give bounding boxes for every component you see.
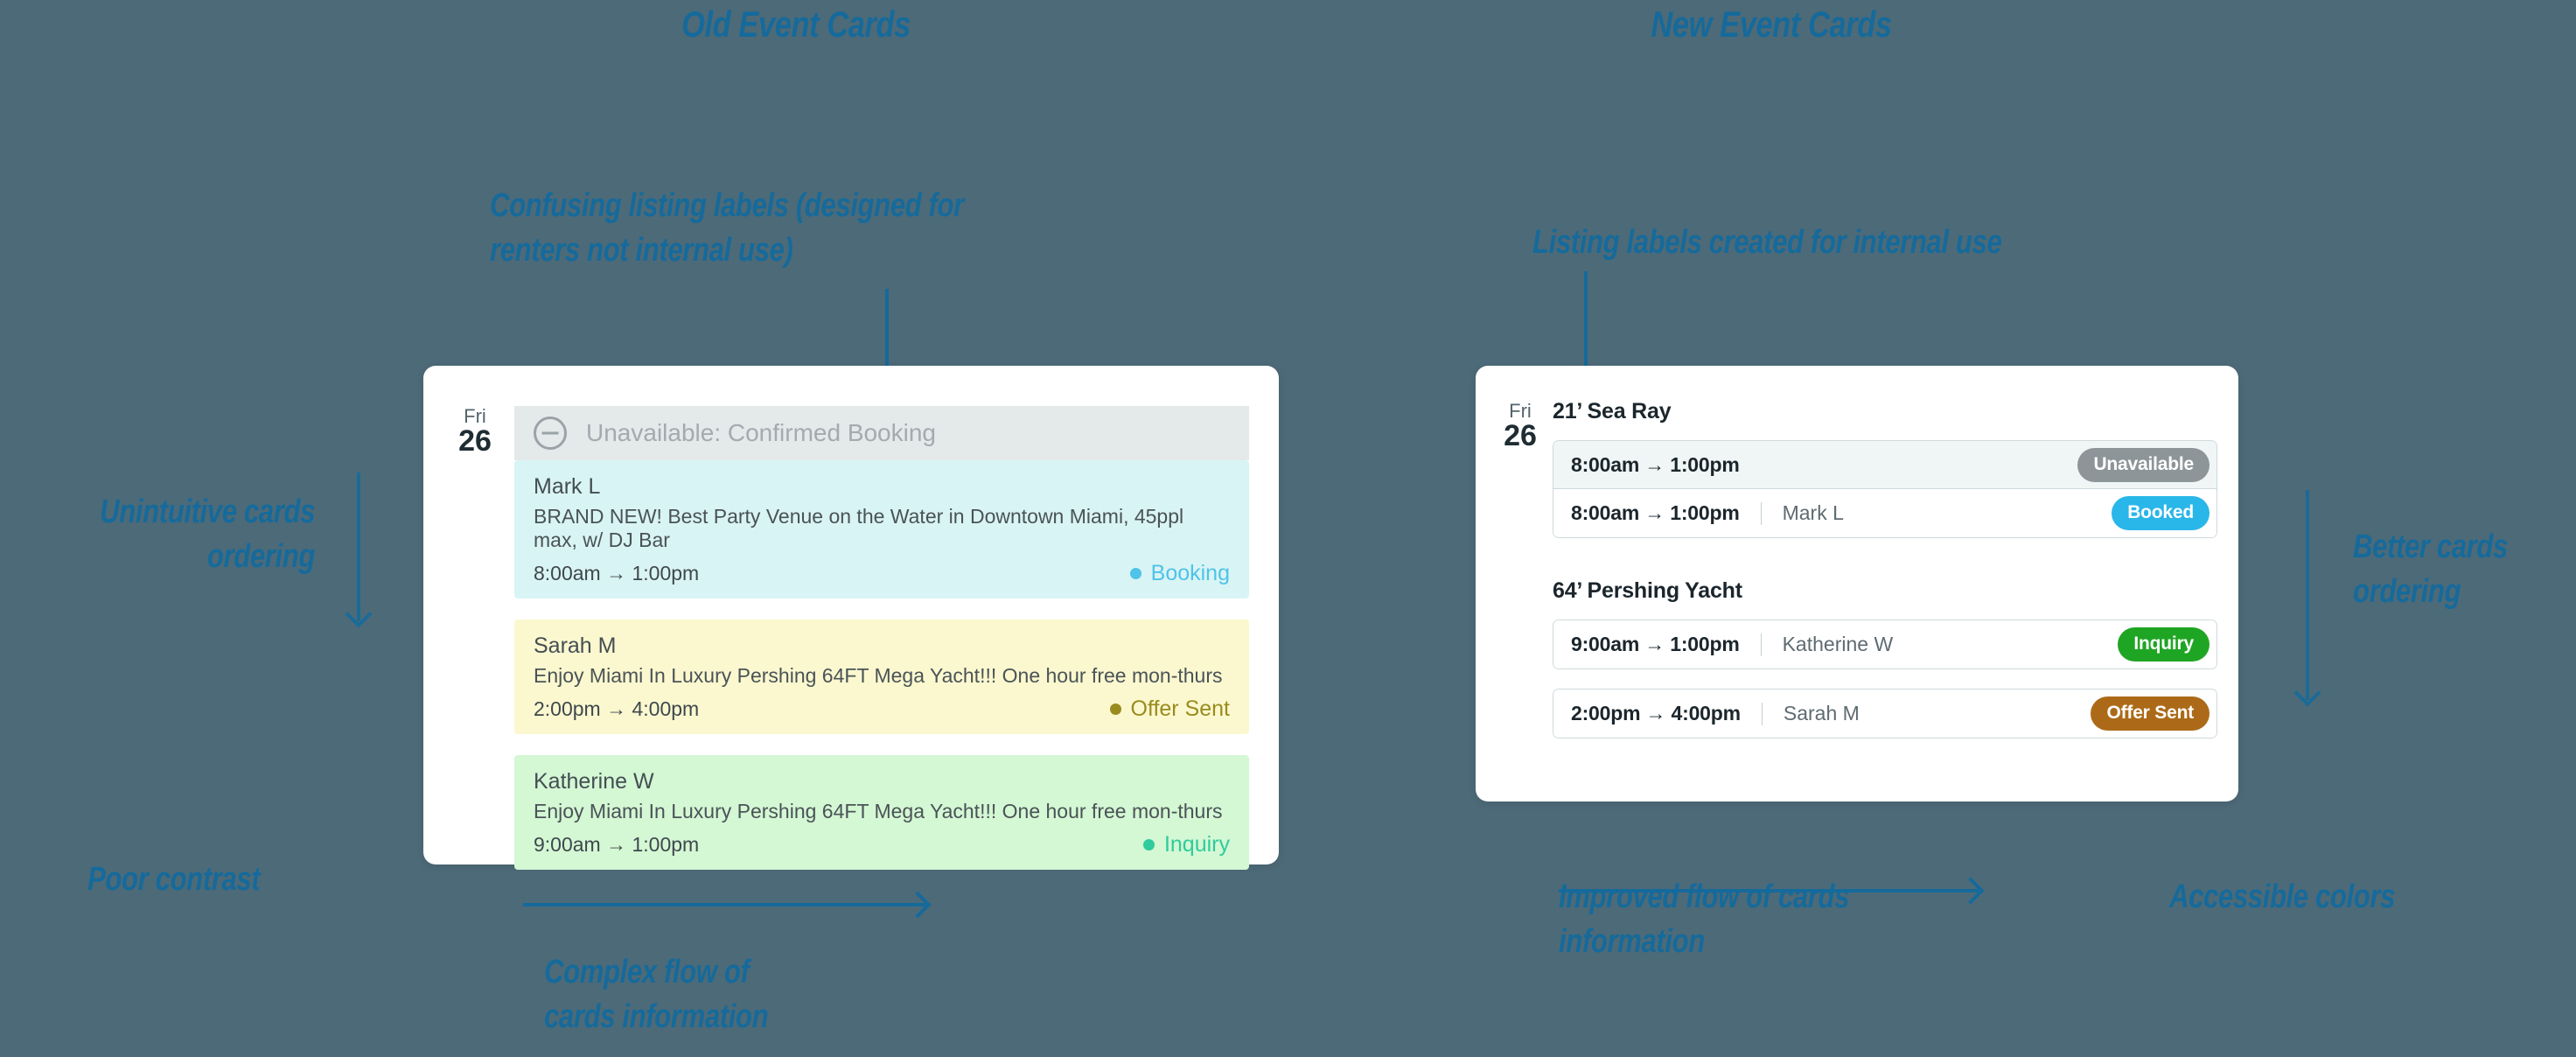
- arrow-old-ordering: [357, 472, 360, 621]
- row-divider: [1760, 633, 1762, 656]
- arrow-new-flow: [1559, 889, 1979, 892]
- status-dot-icon: [1142, 839, 1155, 850]
- old-event-guest: Sarah M: [534, 634, 617, 658]
- new-card-day: 26: [1504, 419, 1537, 453]
- annotation-accessible-colors: Accessible colors: [2169, 878, 2396, 915]
- status-badge: Offer Sent: [2091, 696, 2209, 731]
- new-card-date: Fri 26: [1495, 401, 1546, 452]
- annotation-poor-contrast: Poor contrast: [87, 861, 261, 898]
- old-event-row[interactable]: Sarah M Enjoy Miami In Luxury Pershing 6…: [514, 620, 1249, 734]
- old-event-card: Fri 26 Unavailable: Confirmed Booking Ma…: [423, 366, 1279, 870]
- new-event-card: Fri 26 21’ Sea Ray 8:00am → 1:00pm Unava…: [1476, 366, 2238, 802]
- new-event-time: 8:00am → 1:00pm: [1571, 501, 1740, 524]
- old-card-date: Fri 26: [450, 406, 500, 458]
- new-section-header: New Event Cards: [1651, 4, 1892, 45]
- old-card-weekday: Fri: [464, 405, 486, 427]
- status-badge: Inquiry: [2118, 627, 2209, 662]
- old-event-status: Booking: [1129, 561, 1230, 586]
- listing-title: 21’ Sea Ray: [1553, 399, 1672, 424]
- new-event-time: 2:00pm → 4:00pm: [1571, 702, 1741, 724]
- annotation-new-ordering: Better cards ordering: [2353, 528, 2508, 610]
- arrow-new-ordering: [2306, 490, 2309, 700]
- old-event-time: 8:00am → 1:00pm: [534, 562, 700, 584]
- old-event-listing: Enjoy Miami In Luxury Pershing 64FT Mega…: [534, 664, 1223, 687]
- old-event-status-label: Inquiry: [1163, 832, 1230, 857]
- arrow-old-flow: [523, 903, 925, 906]
- old-event-row[interactable]: Katherine W Enjoy Miami In Luxury Pershi…: [514, 755, 1249, 870]
- status-badge: Booked: [2112, 496, 2209, 530]
- listing-row-group: 2:00pm → 4:00pm Sarah M Offer Sent: [1553, 689, 2217, 738]
- old-event-listing: Enjoy Miami In Luxury Pershing 64FT Mega…: [534, 800, 1223, 822]
- listing-row-group: 9:00am → 1:00pm Katherine W Inquiry: [1553, 620, 2217, 669]
- old-event-footer: 2:00pm → 4:00pm Offer Sent: [534, 696, 1230, 722]
- new-card-weekday: Fri: [1509, 400, 1532, 422]
- new-event-time: 8:00am → 1:00pm: [1571, 452, 1740, 476]
- old-event-guest: Katherine W: [534, 769, 654, 794]
- old-event-listing: BRAND NEW! Best Party Venue on the Water…: [534, 505, 1184, 551]
- minus-circle-icon: [534, 416, 567, 450]
- old-event-status-label: Offer Sent: [1130, 696, 1231, 721]
- old-event-footer: 8:00am → 1:00pm Booking: [534, 561, 1230, 586]
- old-event-status-label: Booking: [1150, 561, 1230, 585]
- status-badge: Unavailable: [2077, 447, 2209, 482]
- old-event-time: 9:00am → 1:00pm: [534, 833, 700, 856]
- old-event-status: Inquiry: [1142, 832, 1230, 858]
- old-event-footer: 9:00am → 1:00pm Inquiry: [534, 832, 1230, 858]
- annotation-old-flow: Complex flow of cards information: [544, 954, 769, 1035]
- status-dot-icon: [1129, 568, 1141, 579]
- old-unavailable-banner[interactable]: Unavailable: Confirmed Booking: [514, 406, 1249, 460]
- new-event-guest: Mark L: [1782, 501, 1844, 524]
- connector-line-new-listing: [1584, 271, 1588, 402]
- status-dot-icon: [1109, 704, 1121, 715]
- old-section-header: Old Event Cards: [681, 4, 911, 45]
- new-card-body: 21’ Sea Ray 8:00am → 1:00pm Unavailable …: [1553, 399, 2217, 738]
- new-event-time: 9:00am → 1:00pm: [1571, 633, 1740, 655]
- old-event-status: Offer Sent: [1109, 696, 1231, 722]
- annotation-old-listing-labels: Confusing listing labels (designed for r…: [490, 187, 964, 269]
- old-card-day: 26: [458, 424, 492, 458]
- old-unavailable-label: Unavailable: Confirmed Booking: [586, 419, 936, 446]
- annotation-new-flow: Improved flow of cards information: [1559, 878, 1850, 960]
- old-card-body: Unavailable: Confirmed Booking Mark L BR…: [514, 406, 1249, 870]
- new-event-guest: Katherine W: [1782, 633, 1894, 655]
- annotation-new-listing-labels: Listing labels created for internal use: [1532, 224, 2002, 261]
- new-event-guest: Sarah M: [1783, 702, 1860, 724]
- new-event-row[interactable]: 8:00am → 1:00pm Unavailable: [1553, 441, 2216, 489]
- new-event-row[interactable]: 9:00am → 1:00pm Katherine W Inquiry: [1553, 620, 2216, 668]
- new-event-row[interactable]: 8:00am → 1:00pm Mark L Booked: [1553, 489, 2216, 537]
- annotation-old-ordering: Unintuitive cards ordering: [100, 494, 315, 575]
- listing-row-group: 8:00am → 1:00pm Unavailable 8:00am → 1:0…: [1553, 440, 2217, 538]
- row-divider: [1760, 501, 1762, 525]
- new-event-row[interactable]: 2:00pm → 4:00pm Sarah M Offer Sent: [1553, 690, 2216, 738]
- old-event-row[interactable]: Mark L BRAND NEW! Best Party Venue on th…: [514, 460, 1249, 598]
- listing-title: 64’ Pershing Yacht: [1553, 578, 1742, 603]
- row-divider: [1761, 702, 1763, 725]
- old-event-guest: Mark L: [534, 474, 601, 499]
- old-event-time: 2:00pm → 4:00pm: [534, 697, 700, 720]
